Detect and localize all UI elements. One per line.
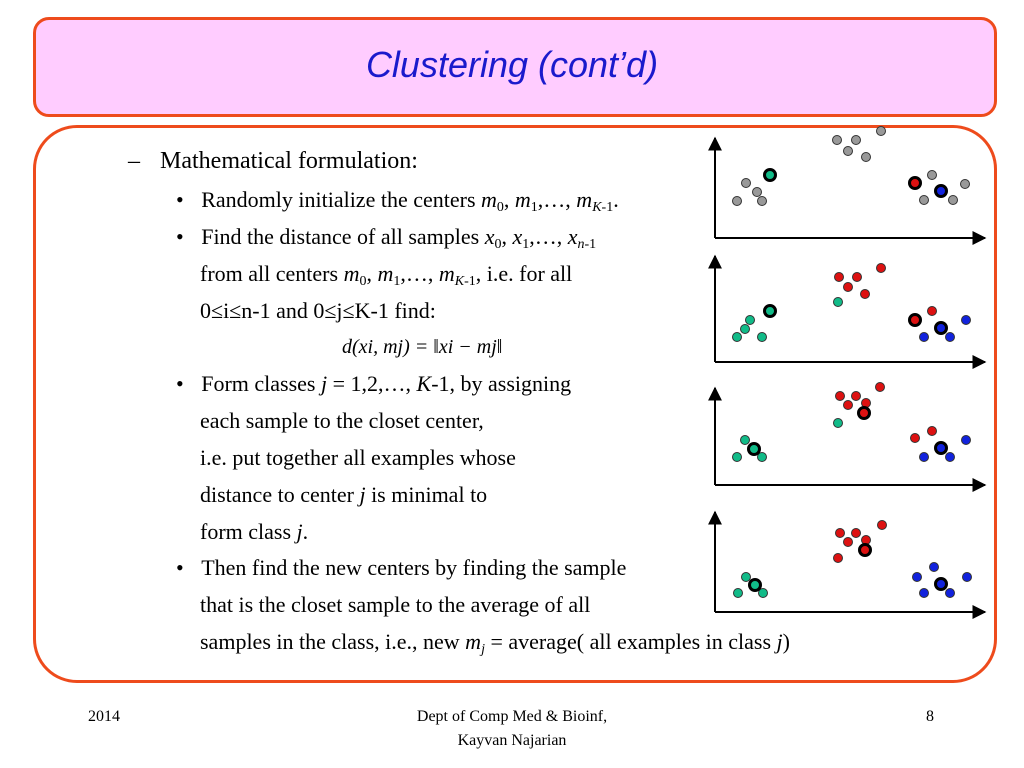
sample-point — [757, 452, 767, 462]
dash: – — [128, 148, 140, 174]
sample-point — [929, 562, 939, 572]
sample-point — [752, 187, 762, 197]
sample-point — [919, 332, 929, 342]
sample-point — [927, 170, 937, 180]
center-point — [763, 304, 777, 318]
bullet-1: • Randomly initialize the centers m0, m1… — [176, 187, 619, 215]
sample-point — [927, 426, 937, 436]
sample-point — [833, 553, 843, 563]
sample-point — [843, 400, 853, 410]
sample-point — [732, 452, 742, 462]
footer-year: 2014 — [88, 708, 120, 725]
bullet-2: • Find the distance of all samples x0, x… — [176, 224, 597, 252]
center-point — [908, 313, 922, 327]
sample-point — [861, 152, 871, 162]
sample-point — [919, 452, 929, 462]
sample-point — [833, 297, 843, 307]
center-point — [858, 543, 872, 557]
center-point — [747, 442, 761, 456]
bullet-2-line-2: from all centers m0, m1,…, mK-1, i.e. fo… — [200, 261, 573, 289]
sample-point — [945, 588, 955, 598]
sample-point — [843, 282, 853, 292]
sample-point — [961, 315, 971, 325]
bullet-3-line-3: i.e. put together all examples whose — [200, 445, 516, 470]
sample-point — [945, 452, 955, 462]
sample-point — [860, 289, 870, 299]
sample-point — [843, 146, 853, 156]
center-point — [748, 578, 762, 592]
bullet-dot: • — [176, 555, 184, 580]
sample-point — [927, 306, 937, 316]
footer-dept-line-2: Kayvan Najarian — [457, 732, 567, 749]
sample-point — [758, 588, 768, 598]
sample-point — [741, 572, 751, 582]
sample-point — [851, 135, 861, 145]
sample-point — [740, 435, 750, 445]
bullet-4-line-2: that is the closet sample to the average… — [200, 592, 591, 617]
sample-point — [757, 196, 767, 206]
main-bullet-text: Mathematical formulation: — [160, 148, 418, 174]
bullet-3-line-4: distance to center j is minimal to — [200, 482, 488, 507]
bullet-3-line-2: each sample to the closet center, — [200, 408, 484, 433]
sample-point — [732, 332, 742, 342]
sample-point — [876, 263, 886, 273]
sample-point — [910, 433, 920, 443]
center-point — [934, 321, 948, 335]
sample-point — [875, 382, 885, 392]
sample-point — [732, 196, 742, 206]
center-point — [908, 176, 922, 190]
sample-point — [962, 572, 972, 582]
sample-point — [919, 195, 929, 205]
sample-point — [740, 324, 750, 334]
bullet-4-line-3: samples in the class, i.e., new mj = ave… — [200, 629, 790, 657]
content-box — [33, 125, 997, 683]
bullet-3: • Form classes j = 1,2,…, K-1, by assign… — [176, 371, 572, 396]
center-point — [763, 168, 777, 182]
sample-point — [851, 391, 861, 401]
sample-point — [961, 435, 971, 445]
footer-dept: Dept of Comp Med & Bioinf, Kayvan Najari… — [394, 708, 630, 750]
sample-point — [733, 588, 743, 598]
sample-point — [843, 537, 853, 547]
sample-point — [757, 332, 767, 342]
bullet-2-line-3: 0≤i≤n-1 and 0≤j≤K-1 find: — [200, 298, 436, 323]
title-box — [33, 17, 997, 117]
sample-point — [851, 528, 861, 538]
footer-dept-line-1: Dept of Comp Med & Bioinf, — [416, 708, 608, 725]
distance-formula: d(xi, mj) = ‖xi − mj‖ — [342, 336, 503, 358]
sample-point — [945, 332, 955, 342]
sample-point — [919, 588, 929, 598]
bullet-dot: • — [176, 224, 184, 249]
sample-point — [852, 272, 862, 282]
center-point — [934, 184, 948, 198]
bullet-4: • Then find the new centers by finding t… — [176, 555, 627, 580]
sample-point — [876, 126, 886, 136]
bullet-dot: • — [176, 371, 184, 396]
center-point — [857, 406, 871, 420]
sample-point — [741, 178, 751, 188]
sample-point — [832, 135, 842, 145]
slide-title: Clustering (cont’d) — [365, 44, 659, 85]
bullet-3-line-5: form class j. — [200, 519, 309, 544]
sample-point — [745, 315, 755, 325]
sample-point — [835, 391, 845, 401]
sample-point — [877, 520, 887, 530]
center-point — [934, 577, 948, 591]
sample-point — [948, 195, 958, 205]
center-point — [934, 441, 948, 455]
bullet-2-text: Find the distance of all samples — [201, 224, 485, 249]
sample-point — [960, 179, 970, 189]
sample-point — [912, 572, 922, 582]
sample-point — [835, 528, 845, 538]
footer-page-number: 8 — [926, 708, 934, 725]
bullet-dot: • — [176, 187, 184, 212]
sample-point — [833, 418, 843, 428]
main-bullet: – Mathematical formulation: — [128, 148, 418, 174]
bullet-1-text: Randomly initialize the centers — [201, 187, 482, 212]
sample-point — [834, 272, 844, 282]
